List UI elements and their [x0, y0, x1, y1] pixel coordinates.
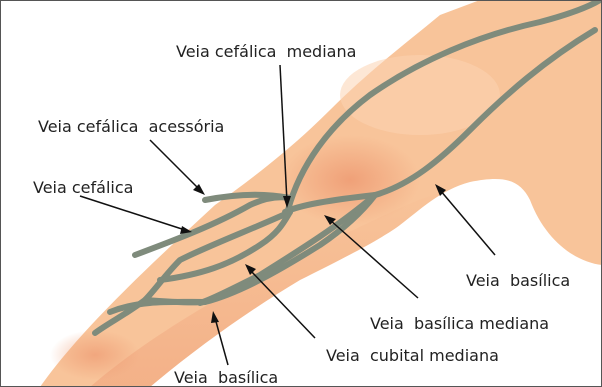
vein-cefalica-upper — [285, 0, 602, 213]
bicep-highlight — [340, 55, 500, 135]
vein-forearm-upper — [92, 209, 293, 336]
vein-cefalica-forearm — [132, 194, 293, 258]
label-basilica-upper: Veia basílica — [466, 271, 571, 290]
arrowhead-cefalica-mediana — [283, 196, 291, 208]
arrowhead-basilica-mediana — [324, 215, 336, 225]
arrowhead-cubital-mediana — [245, 264, 256, 275]
arrow-basilica-upper — [439, 189, 496, 256]
arrow-cefalica-acessoria — [149, 139, 201, 191]
vein-cubital-mediana — [157, 209, 293, 283]
veins — [92, 0, 602, 336]
arrow-cefalica-mediana — [279, 64, 288, 203]
arrowhead-basilica-upper — [435, 184, 446, 196]
label-cefalica-acessoria: Veia cefálica acessória — [38, 117, 225, 136]
pointer-arrows — [79, 64, 496, 366]
wrist-shade — [50, 330, 140, 380]
label-basilica-mediana: Veia basílica mediana — [370, 314, 550, 333]
vein-basilica-upper — [372, 27, 598, 198]
label-cefalica: Veia cefálica — [33, 178, 134, 197]
label-cefalica-mediana: Veia cefálica mediana — [176, 42, 357, 61]
arrow-cefalica — [79, 195, 186, 231]
vein-forearm-lower — [107, 298, 208, 315]
arrowhead-basilica-lower — [211, 311, 219, 323]
arrow-basilica-lower — [214, 317, 229, 366]
label-basilica-lower: Veia basílica — [174, 368, 279, 387]
arrow-cubital-mediana — [249, 269, 316, 339]
arrowhead-cefalica-acessoria — [193, 184, 205, 195]
arrow-basilica-mediana — [329, 219, 419, 299]
arm-shadow — [90, 182, 470, 387]
label-cubital-mediana: Veia cubital mediana — [326, 346, 499, 365]
arrowhead-cefalica — [180, 226, 192, 234]
